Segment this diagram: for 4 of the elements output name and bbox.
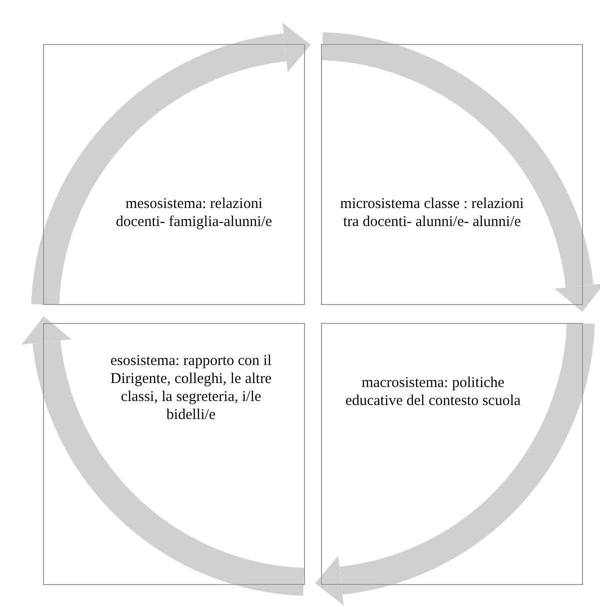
quadrant-text: macrosistema: politiche educative del contesto scuola: [344, 374, 522, 410]
quadrant-text: microsistema classe : relazioni tra docenti- alunni/e- alunni/e: [339, 195, 525, 231]
quadrant-text: mesosistema: relazioni docenti- famiglia-alunni/e: [114, 195, 274, 231]
quadrant-text: esosistema: rapporto con il Dirigente, colleghi, le altre classi, la segreteria, i/le bidelli/e: [109, 352, 273, 424]
